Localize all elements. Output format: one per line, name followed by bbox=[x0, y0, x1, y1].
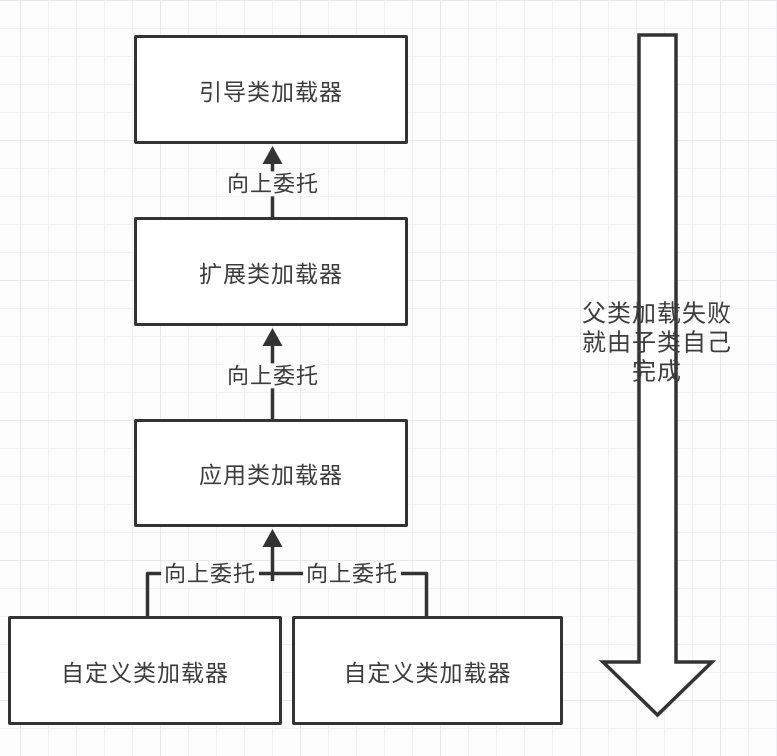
side-note-fallback-text: 父类加载失败 就由子类自己 完成 bbox=[572, 300, 742, 387]
box-label: 自定义类加载器 bbox=[61, 659, 229, 686]
edge-label-delegate-up: 向上委托 bbox=[302, 561, 402, 587]
up-arrowhead-icon bbox=[262, 529, 283, 547]
edge-branch-bar bbox=[145, 571, 429, 617]
box-label: 引导类加载器 bbox=[199, 78, 343, 105]
box-label: 自定义类加载器 bbox=[343, 659, 512, 686]
edge-label-delegate-up: 向上委托 bbox=[223, 171, 323, 197]
box-label: 应用类加载器 bbox=[199, 462, 343, 488]
side-note-line: 就由子类自己 bbox=[582, 329, 732, 357]
box-label: 扩展类加载器 bbox=[199, 260, 343, 287]
side-note-line: 父类加载失败 bbox=[582, 300, 732, 328]
big-down-arrow-icon bbox=[598, 33, 717, 718]
up-arrowhead-icon bbox=[262, 146, 283, 164]
up-arrowhead-icon bbox=[262, 328, 283, 346]
box-custom-classloader-left: 自定义类加载器 bbox=[8, 616, 282, 725]
side-note-line: 完成 bbox=[632, 358, 682, 386]
box-custom-classloader-right: 自定义类加载器 bbox=[292, 616, 563, 725]
box-application-classloader: 应用类加载器 bbox=[134, 419, 408, 527]
edge-label-delegate-up: 向上委托 bbox=[160, 561, 260, 587]
box-bootstrap-classloader: 引导类加载器 bbox=[134, 35, 408, 144]
box-extension-classloader: 扩展类加载器 bbox=[134, 217, 408, 326]
edge-label-delegate-up: 向上委托 bbox=[223, 363, 323, 389]
